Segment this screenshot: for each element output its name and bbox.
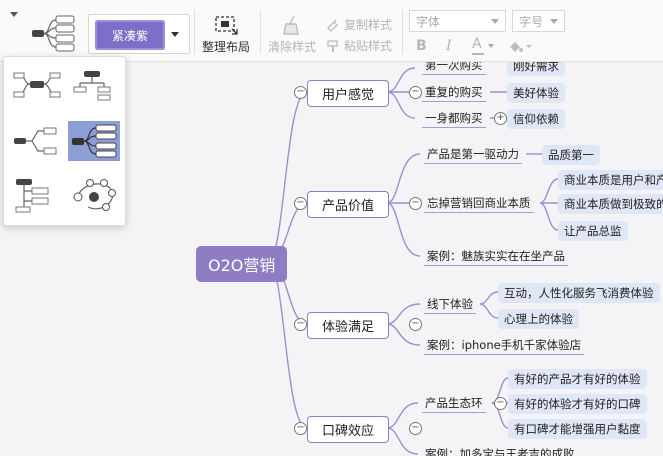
collapse-toggle-icon[interactable]: − <box>294 86 307 99</box>
leaf-topic[interactable]: 商业本质做到极致的 <box>558 194 663 214</box>
leaf-topic[interactable]: 让产品总监 <box>558 221 628 241</box>
clear-style-button[interactable]: 清除样式 <box>268 14 316 55</box>
layout-right-side-icon <box>72 124 117 158</box>
chevron-down-icon <box>488 44 494 48</box>
subtopic[interactable]: 线下体验 <box>424 295 476 314</box>
topic-product-value[interactable]: 产品价值 <box>307 191 390 218</box>
leaf-topic[interactable]: 品质第一 <box>542 145 600 165</box>
layout-org-chart-icon <box>73 71 111 101</box>
collapse-toggle-icon[interactable]: − <box>409 318 422 331</box>
layout-option-logic-tree[interactable] <box>12 121 62 161</box>
layout-option-mindmap-both[interactable] <box>12 65 62 105</box>
subtopic[interactable]: 重复的购买 <box>422 83 486 102</box>
subtopic[interactable]: 案例：iphone手机千家体验店 <box>424 336 585 355</box>
arrange-layout-label: 整理布局 <box>202 40 251 54</box>
mindmap-canvas[interactable]: O2O营销 用户感觉 产品价值 体验满足 口碑效应 − − − − − − − … <box>0 62 663 456</box>
leaf-topic[interactable]: 互动，人性化服务飞消费体验 <box>498 283 660 303</box>
leaf-topic[interactable]: 刚好需求 <box>507 62 565 76</box>
collapse-toggle-icon[interactable]: − <box>294 422 307 435</box>
caret-down-icon[interactable] <box>10 12 18 17</box>
collapse-toggle-icon[interactable]: − <box>409 422 422 435</box>
topic-experience[interactable]: 体验满足 <box>307 312 390 339</box>
leaf-topic[interactable]: 美好体验 <box>507 83 565 103</box>
italic-button[interactable]: I <box>446 38 452 54</box>
leaf-topic[interactable]: 心理上的体验 <box>498 309 579 329</box>
clear-style-label: 清除样式 <box>268 40 317 54</box>
subtopic[interactable]: 第一次购买 <box>422 62 486 75</box>
font-size-select[interactable]: 字号 <box>512 10 565 32</box>
layout-logic-tree-icon <box>14 127 57 155</box>
root-node[interactable]: O2O营销 <box>196 246 288 282</box>
leaf-topic[interactable]: 信仰依赖 <box>507 109 565 129</box>
subtopic[interactable]: 忘掉营销回商业本质 <box>424 194 534 213</box>
paint-bucket-icon <box>510 42 532 52</box>
font-family-placeholder: 字体 <box>416 14 441 29</box>
bold-button[interactable]: B <box>416 38 427 54</box>
font-family-select[interactable]: 字体 <box>409 10 506 32</box>
arrange-layout-icon <box>215 16 238 35</box>
subtopic[interactable]: 案例：加多宝与王老吉的成败 <box>422 445 578 456</box>
subtopic[interactable]: 案例：魅族实实在在坐产品 <box>424 247 568 266</box>
font-color-swatch <box>472 53 484 55</box>
layout-tree-down-icon <box>15 179 49 213</box>
copy-style-button[interactable]: 复制样式 <box>326 16 392 33</box>
arrange-layout-button[interactable]: 整理布局 <box>202 14 250 55</box>
copy-style-icon <box>327 19 338 32</box>
mindmap-layout-icon <box>32 15 75 52</box>
collapse-toggle-icon[interactable]: − <box>294 197 307 210</box>
layout-picker-popup <box>3 56 126 226</box>
paste-style-label: 粘贴样式 <box>344 39 393 53</box>
leaf-topic[interactable]: 有口碑才能增强用户黏度 <box>508 419 647 439</box>
topic-user-feeling[interactable]: 用户感觉 <box>307 80 390 107</box>
leaf-topic[interactable]: 商业本质是用户和产 <box>558 170 663 190</box>
layout-option-mindmap-right[interactable] <box>68 121 120 161</box>
layout-both-sides-icon <box>13 72 61 98</box>
chevron-down-icon <box>550 18 558 24</box>
collapse-toggle-icon[interactable]: − <box>294 318 307 331</box>
broom-icon <box>283 15 299 35</box>
subtopic[interactable]: 产品生态环 <box>422 394 486 413</box>
layout-radial-icon <box>73 179 116 211</box>
copy-style-label: 复制样式 <box>344 18 393 32</box>
paste-style-icon <box>327 39 338 52</box>
font-color-button[interactable]: A <box>470 36 498 56</box>
collapse-toggle-icon[interactable]: − <box>409 197 422 210</box>
expand-toggle-icon[interactable]: + <box>494 112 507 125</box>
topic-word-of-mouth[interactable]: 口碑效应 <box>307 416 390 443</box>
subtopic[interactable]: 一身都购买 <box>422 109 486 128</box>
toolbar: 紧凑紫 整理布局 清除样式 复制样式 粘贴样式 字体 字号 B I <box>0 0 663 62</box>
paste-style-button[interactable]: 粘贴样式 <box>326 37 392 54</box>
font-color-label: A <box>472 36 482 52</box>
collapse-toggle-icon[interactable]: − <box>494 397 507 410</box>
font-size-placeholder: 字号 <box>519 14 544 29</box>
chevron-down-icon <box>491 18 499 24</box>
leaf-topic[interactable]: 有好的体验才有好的口碑 <box>508 394 647 414</box>
theme-dropdown-icon[interactable] <box>171 32 179 37</box>
collapse-toggle-icon[interactable]: − <box>409 86 422 99</box>
theme-chip[interactable]: 紧凑紫 <box>95 20 165 50</box>
subtopic[interactable]: 产品是第一驱动力 <box>424 145 522 164</box>
layout-option-tree-down[interactable] <box>12 175 62 215</box>
layout-option-org-chart[interactable] <box>70 65 120 105</box>
layout-option-radial[interactable] <box>70 175 120 215</box>
fill-color-button[interactable] <box>506 38 534 56</box>
layout-selector-button[interactable] <box>28 14 78 54</box>
leaf-topic[interactable]: 有好的产品才有好的体验 <box>508 369 647 389</box>
